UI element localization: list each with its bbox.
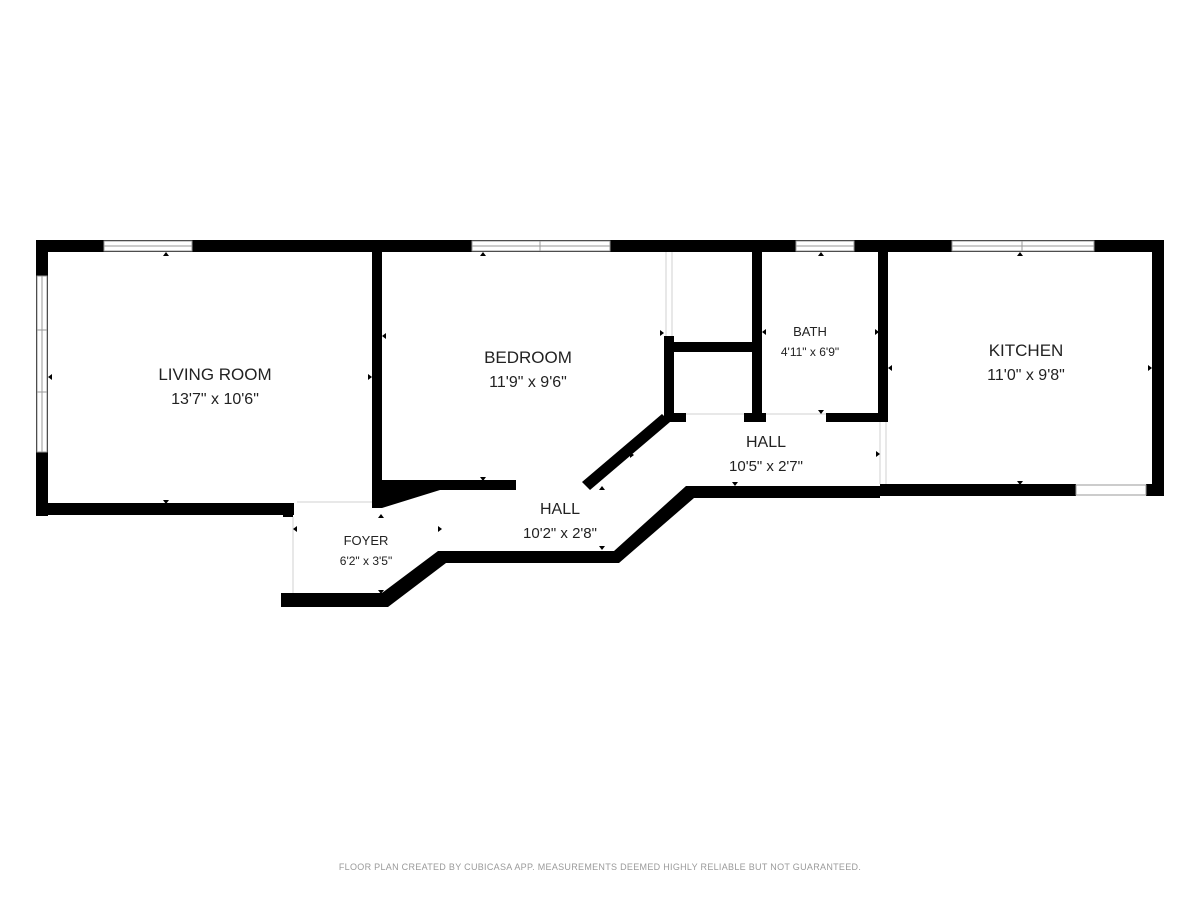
opening-lines: [292, 252, 887, 593]
marker-living-bottom: [163, 500, 169, 504]
exterior-walls: [36, 240, 1164, 607]
marker-kitchen-bottom: [1017, 481, 1023, 485]
wall-bath-bottom-stub: [744, 413, 766, 422]
wall-bath-right: [878, 250, 888, 422]
wall-living-bedroom: [372, 250, 382, 508]
dimension-markers: [48, 252, 1152, 594]
marker-foyer-top: [378, 514, 384, 518]
marker-living-right: [368, 374, 372, 380]
room-labels: LIVING ROOM 13'7" x 10'6" BEDROOM 11'9" …: [158, 324, 1065, 568]
marker-hall-east-top: [745, 418, 751, 422]
hall-east-name: HALL: [746, 434, 786, 451]
hall-main-dims: 10'2" x 2'8": [523, 525, 597, 542]
marker-hall-main-bottom: [599, 546, 605, 550]
marker-living-left: [48, 374, 52, 380]
wall-right: [1152, 240, 1164, 496]
marker-bedroom-left: [382, 333, 386, 339]
wall-hall-lower: [293, 486, 880, 607]
hall-east-dims: 10'5" x 2'7": [729, 458, 803, 475]
kitchen-dims: 11'0" x 9'8": [987, 367, 1065, 384]
marker-kitchen-left: [888, 365, 892, 371]
wall-closet-top: [664, 342, 758, 352]
marker-hall-east-right: [876, 451, 880, 457]
marker-bath-top: [818, 252, 824, 256]
foyer-dims: 6'2" x 3'5": [340, 554, 392, 568]
wall-bath-bottom-right: [826, 413, 888, 422]
marker-bath-bottom: [818, 410, 824, 414]
interior-walls: [372, 250, 888, 508]
marker-hall-east-bottom: [732, 482, 738, 486]
wall-kitchen-bottom: [880, 484, 1076, 496]
wall-living-bottom: [36, 503, 294, 515]
bath-dims: 4'11" x 6'9": [781, 345, 839, 359]
marker-kitchen-right: [1148, 365, 1152, 371]
wall-bath-left: [752, 250, 762, 422]
wall-bedroom-bottom: [372, 480, 516, 508]
marker-kitchen-top: [1017, 252, 1023, 256]
wall-kitchen-bottom-stub: [1146, 484, 1164, 496]
living-room-dims: 13'7" x 10'6": [171, 391, 259, 408]
marker-hall-east-left: [684, 488, 688, 494]
marker-hall-main-left: [438, 526, 442, 532]
marker-bedroom-right: [660, 330, 664, 336]
marker-bedroom-bottom: [480, 477, 486, 481]
bath-name: BATH: [793, 324, 827, 339]
foyer-name: FOYER: [344, 533, 389, 548]
window-kitchen-bottom: [1075, 484, 1147, 496]
marker-hall-main-top: [599, 486, 605, 490]
windows: [36, 240, 1147, 496]
marker-bath-left: [762, 329, 766, 335]
living-room-name: LIVING ROOM: [158, 365, 271, 384]
wall-hall-diagonal: [582, 414, 670, 490]
wall-foyer-left-stub: [283, 503, 293, 517]
marker-bath-right: [875, 329, 879, 335]
marker-foyer-left: [293, 526, 297, 532]
marker-hall-main-right: [630, 452, 634, 458]
wall-closet-bottom-stub: [664, 413, 686, 422]
bedroom-dims: 11'9" x 9'6": [489, 374, 567, 391]
marker-bedroom-top: [480, 252, 486, 256]
kitchen-name: KITCHEN: [989, 341, 1064, 360]
bedroom-name: BEDROOM: [484, 348, 572, 367]
marker-foyer-bottom: [378, 590, 384, 594]
marker-living-top: [163, 252, 169, 256]
footer-disclaimer: FLOOR PLAN CREATED BY CUBICASA APP. MEAS…: [338, 862, 862, 872]
wall-foyer-bottom-stub: [281, 593, 293, 607]
wall-closet-left: [664, 336, 674, 422]
hall-main-name: HALL: [540, 501, 580, 518]
